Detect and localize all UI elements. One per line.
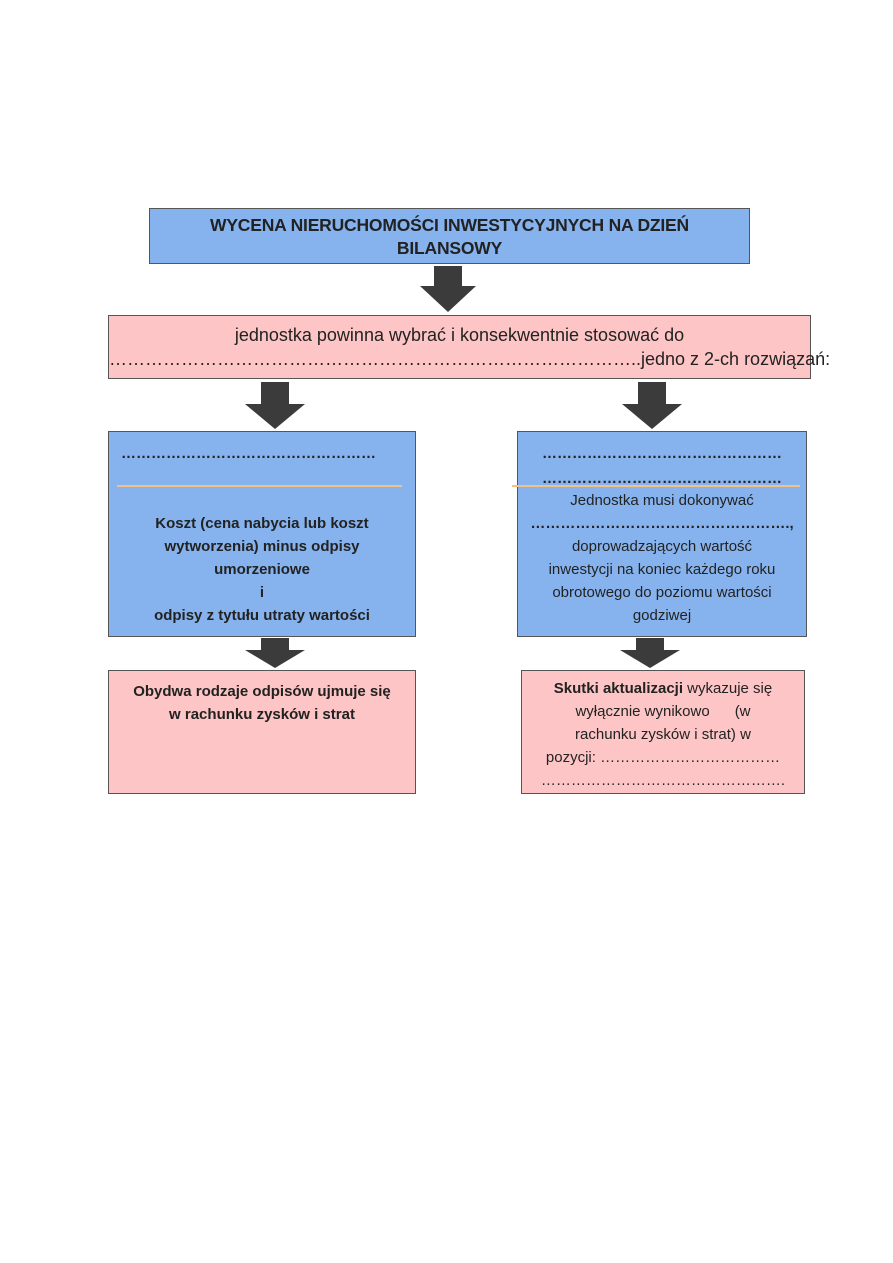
title-box: WYCENA NIERUCHOMOŚCI INWESTYCYJNYCH NA D… xyxy=(149,208,750,264)
fair-result-bold-lead: Skutki aktualizacji xyxy=(553,680,684,697)
fair-value-line-4: obrotowego do poziomu wartości xyxy=(552,584,772,601)
cost-model-line-5: odpisy z tytułu utraty wartości xyxy=(154,607,370,624)
fair-result-line-4: pozycji: ……………………………… xyxy=(545,749,781,766)
fair-value-result-box: Skutki aktualizacji wykazuje się wyłączn… xyxy=(521,670,805,794)
down-arrow-right-lower xyxy=(620,638,680,668)
down-arrow-left xyxy=(245,382,305,429)
divider-line xyxy=(512,485,800,487)
cost-result-line-1: Obydwa rodzaje odpisów ujmuje się xyxy=(133,683,391,700)
fair-result-line-1: Skutki aktualizacji wykazuje się xyxy=(532,677,794,700)
divider-line xyxy=(117,485,402,487)
cost-model-result-box: Obydwa rodzaje odpisów ujmuje się w rach… xyxy=(108,670,416,794)
title-line-2: BILANSOWY xyxy=(396,238,503,258)
fair-result-line-1-rest: wykazuje się xyxy=(683,680,773,697)
cost-model-line-3: umorzeniowe xyxy=(214,561,310,578)
blank-dots-3: ……………………………………………., xyxy=(530,515,794,532)
cost-model-line-2: wytworzenia) minus odpisy xyxy=(164,538,360,555)
fair-value-box: ………………………………………… ………………………………………… Jednos… xyxy=(512,431,807,637)
fair-value-description: Jednostka musi dokonywać ………………………………………… xyxy=(518,489,806,627)
cost-model-line-1: Koszt (cena nabycia lub koszt xyxy=(155,515,369,532)
title-line-1: WYCENA NIERUCHOMOŚCI INWESTYCYJNYCH NA D… xyxy=(210,215,689,235)
down-arrow-left-lower xyxy=(245,638,305,668)
fair-value-line-1: Jednostka musi dokonywać xyxy=(570,492,754,509)
blank-dots: …………………………………………… xyxy=(121,445,376,462)
blank-dots-1: ………………………………………… xyxy=(542,445,782,462)
cost-model-line-4: i xyxy=(259,584,265,601)
down-arrow-right xyxy=(622,382,682,429)
intro-line-1: jednostka powinna wybrać i konsekwentnie… xyxy=(234,325,685,345)
fair-result-line-2: wyłącznie wynikowo (w xyxy=(575,703,751,720)
intro-box: jednostka powinna wybrać i konsekwentnie… xyxy=(108,315,831,379)
fair-result-line-3: rachunku zysków i strat) w xyxy=(575,726,751,743)
fair-value-line-2: doprowadzających wartość xyxy=(571,538,753,555)
cost-model-description: Koszt (cena nabycia lub koszt wytworzeni… xyxy=(109,512,415,627)
cost-result-line-2: w rachunku zysków i strat xyxy=(169,706,355,723)
down-arrow-title xyxy=(418,266,478,312)
fair-result-line-5: …………………………………………. xyxy=(540,772,786,789)
cost-model-box: …………………………………………… Koszt (cena nabycia lu… xyxy=(108,431,416,637)
blank-dots-2: ………………………………………… xyxy=(542,470,782,487)
intro-line-2: ……………………………………………………………………………..jedno z 2… xyxy=(109,349,831,369)
fair-value-line-3: inwestycji na koniec każdego roku xyxy=(548,561,776,578)
fair-value-line-5: godziwej xyxy=(632,607,692,624)
